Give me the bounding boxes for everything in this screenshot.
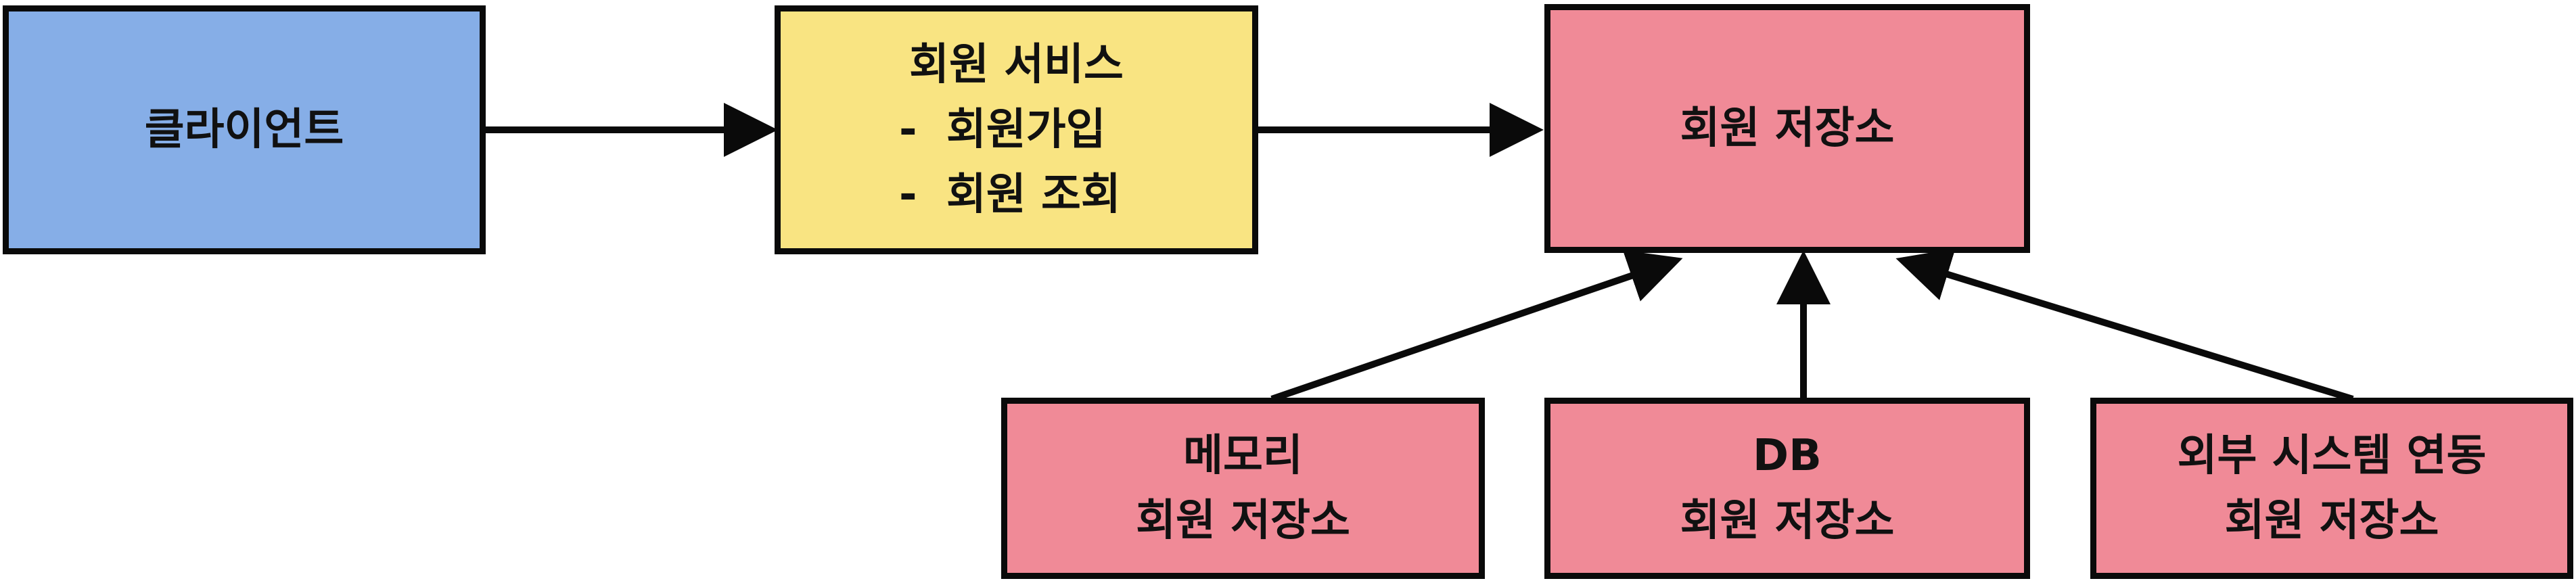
db-repository-subtitle: 회원 저장소 [1680, 496, 1895, 546]
service-item-label: 회원 조회 [946, 170, 1121, 220]
external-repository-subtitle: 회원 저장소 [2224, 496, 2439, 546]
external-repository-title: 외부 시스템 연동 [2177, 431, 2487, 481]
member-repository-label: 회원 저장소 [1680, 103, 1895, 154]
db-repository-box: DB 회원 저장소 [1544, 398, 2030, 579]
memory-repository-box: 메모리 회원 저장소 [1001, 398, 1485, 579]
member-service-list: -회원가입 -회원 조회 [781, 97, 1252, 227]
service-item-join: -회원가입 [899, 97, 1252, 162]
arrow-external-to-repository [1895, 248, 2354, 402]
arrow-memory-to-repository [1270, 250, 1683, 402]
client-box: 클라이언트 [3, 5, 486, 254]
bullet-dash: - [899, 170, 917, 220]
bullet-dash: - [899, 105, 917, 155]
external-repository-box: 외부 시스템 연동 회원 저장소 [2090, 398, 2573, 579]
service-item-lookup: -회원 조회 [899, 162, 1252, 227]
client-label: 클라이언트 [144, 105, 344, 155]
memory-repository-subtitle: 회원 저장소 [1136, 496, 1350, 546]
member-service-box: 회원 서비스 -회원가입 -회원 조회 [775, 5, 1258, 254]
member-repository-box: 회원 저장소 [1544, 4, 2030, 253]
service-item-label: 회원가입 [946, 105, 1106, 155]
db-repository-title: DB [1753, 431, 1822, 481]
memory-repository-title: 메모리 [1183, 431, 1303, 481]
member-service-title: 회원 서비스 [909, 40, 1124, 90]
